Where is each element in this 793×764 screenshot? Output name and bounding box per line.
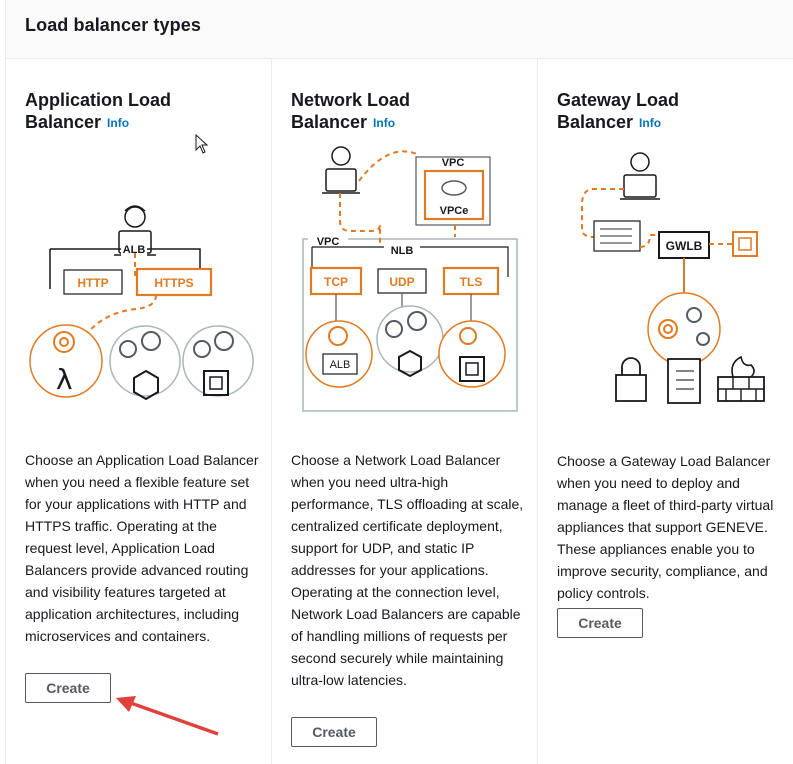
red-arrow-annotation [116, 696, 219, 736]
card-title-line2: Balancer [557, 112, 634, 132]
chip-icon [732, 231, 758, 257]
user-head-icon [630, 152, 650, 172]
mouse-cursor-icon [195, 134, 209, 154]
create-nlb-button[interactable]: Create [291, 717, 377, 747]
container-target-circle [109, 325, 181, 397]
panel-title: Load balancer types [25, 15, 201, 35]
http-box [63, 269, 123, 295]
compliance-doc-icon [667, 358, 701, 404]
lambda-target-circle [29, 324, 103, 398]
https-label: HTTPS [154, 276, 193, 290]
tcp-label: TCP [324, 275, 348, 289]
gwlb-diagram: GWLB [581, 152, 765, 404]
alb-box [322, 353, 358, 375]
card-title-line2: Balancer [25, 112, 102, 132]
container-icon [133, 369, 159, 401]
laptop-icon [325, 168, 357, 192]
card-title: Network Load Balancer Info [291, 89, 491, 134]
card-title-line2: Balancer [291, 112, 368, 132]
instance-target-circle [438, 320, 506, 388]
create-alb-button[interactable]: Create [25, 673, 111, 703]
lambda-icon: λ [56, 363, 73, 396]
user-head-icon [124, 206, 146, 228]
chip-icon [459, 356, 485, 382]
create-gwlb-button[interactable]: Create [557, 608, 643, 638]
cloud-icon [441, 180, 467, 196]
card-description: Choose an Application Load Balancer when… [25, 452, 259, 644]
card-network-load-balancer: Network Load Balancer Info VPC VPCe VPC N… [272, 59, 538, 764]
container-icon [398, 349, 422, 378]
info-link[interactable]: Info [373, 116, 396, 130]
vpc-label: VPC [317, 236, 340, 248]
card-title: Gateway Load Balancer Info [557, 89, 757, 134]
card-title-line1: Application Load [25, 90, 171, 110]
laptop-icon [623, 174, 657, 198]
card-application-load-balancer: Application Load Balancer Info ALB HTTP H… [6, 59, 272, 764]
chip-icon [203, 370, 229, 396]
card-description: Choose a Network Load Balancer when you … [291, 452, 524, 688]
load-balancer-types-panel: Load balancer types Application Load Bal… [5, 0, 793, 764]
vpc-top-label: VPC [442, 157, 465, 169]
card-title-line1: Network Load [291, 90, 411, 110]
tls-label: TLS [460, 275, 483, 289]
http-label: HTTP [77, 276, 108, 290]
nlb-label: NLB [391, 245, 414, 257]
info-link[interactable]: Info [639, 116, 662, 130]
https-box [135, 267, 213, 297]
gwlb-box [658, 231, 710, 259]
panel-header: Load balancer types [6, 0, 793, 59]
info-link[interactable]: Info [107, 116, 130, 130]
nlb-diagram: VPC VPCe VPC NLB TCP UDP TLS ALB [302, 146, 518, 412]
lock-icon [615, 374, 647, 402]
udp-box [377, 268, 427, 294]
card-title-line1: Gateway Load [557, 90, 680, 110]
card-description: Choose a Gateway Load Balancer when you … [557, 453, 774, 601]
instance-target-circle [182, 325, 254, 397]
gwlb-label: GWLB [666, 239, 703, 253]
alb-label: ALB [123, 244, 146, 256]
user-head-icon [331, 146, 351, 166]
vpce-label: VPCe [440, 205, 469, 217]
card-gateway-load-balancer: Gateway Load Balancer Info GWLB [538, 59, 793, 764]
udp-label: UDP [389, 275, 414, 289]
vpc-box [302, 238, 518, 412]
alb-diagram: ALB HTTP HTTPS λ [29, 205, 254, 401]
card-title: Application Load Balancer Info [25, 89, 225, 134]
alb-target-label: ALB [330, 359, 351, 371]
